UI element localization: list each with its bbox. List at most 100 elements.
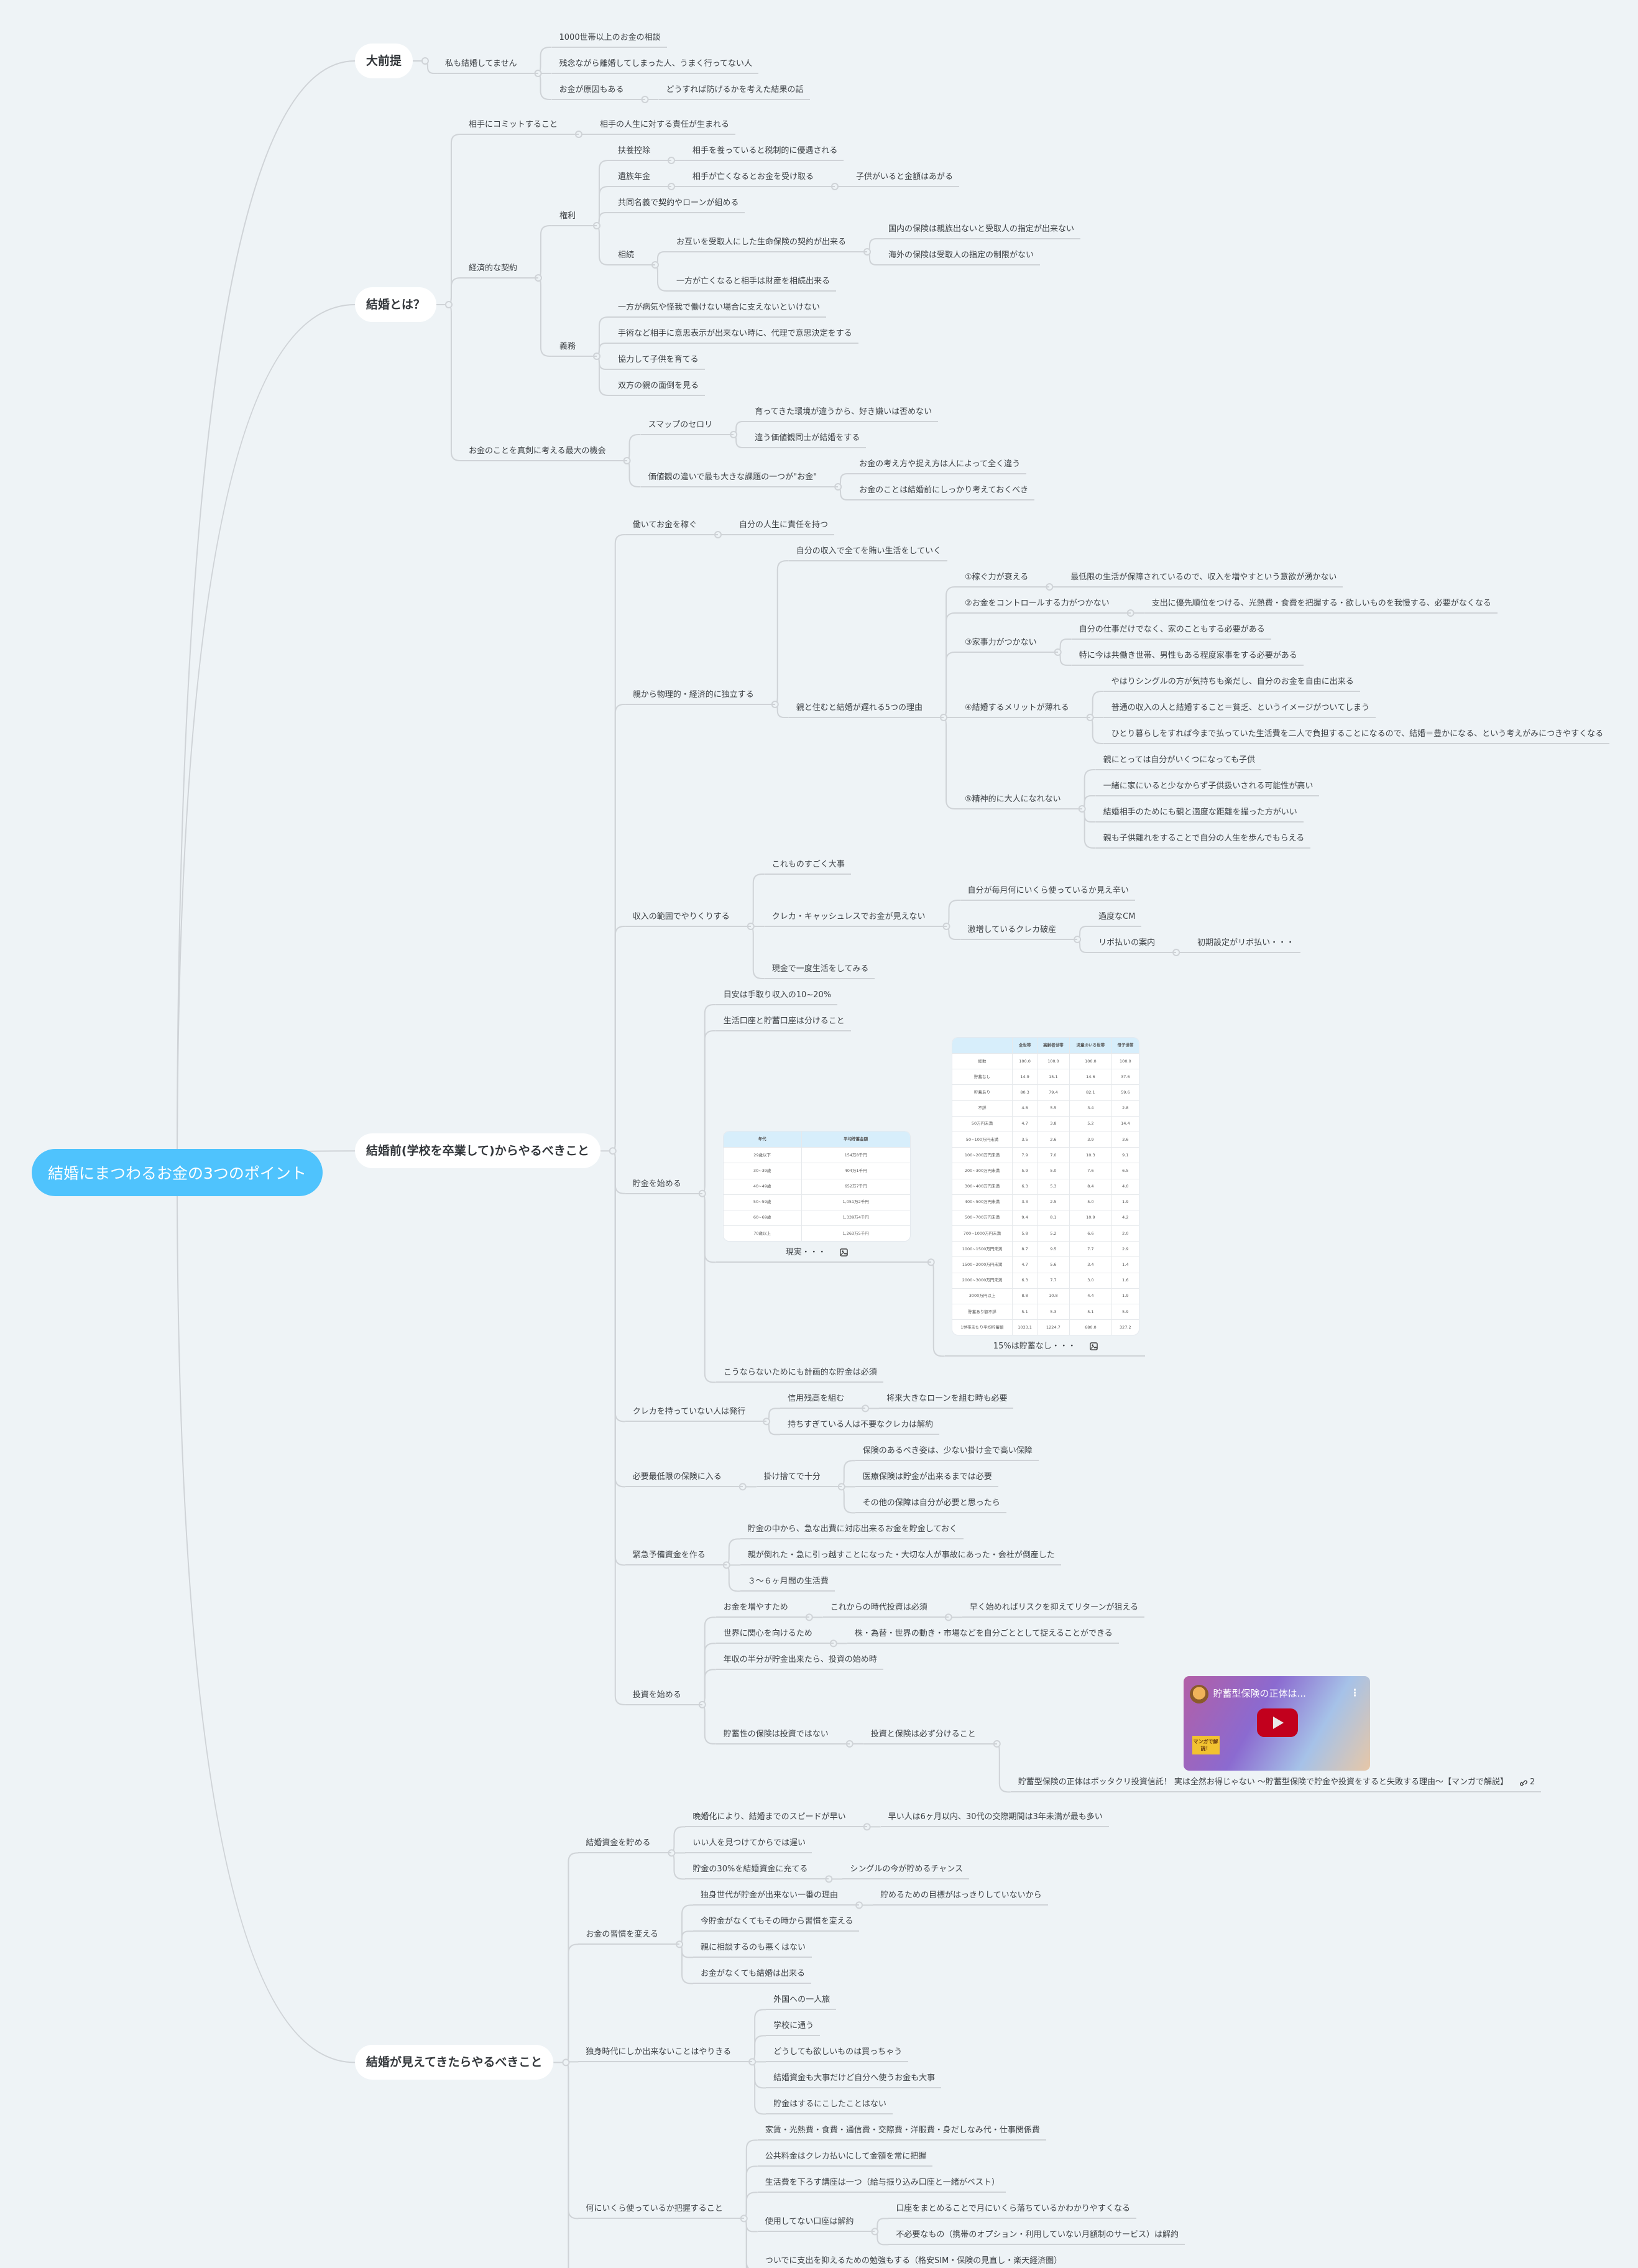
node-label[interactable]: 働いてお金を稼ぐ: [625, 509, 718, 535]
node-label[interactable]: クレカを持っていない人は発行: [625, 1396, 767, 1422]
node-label[interactable]: お金が原因もある: [551, 74, 645, 100]
node-label[interactable]: 相手にコミットすること: [461, 109, 579, 135]
node-label[interactable]: これからの時代投資は必須: [822, 1592, 949, 1618]
node-label[interactable]: 早く始めればリスクを抑えてリターンが狙える: [962, 1592, 1145, 1618]
node-label[interactable]: 株・為替・世界の動き・市場などを自分ごととして捉えることができる: [847, 1618, 1119, 1644]
node-label[interactable]: 外国への一人旅: [766, 1984, 837, 2011]
node-label[interactable]: 結婚資金も大事だけど自分へ使うお金も大事: [766, 2062, 942, 2089]
node-label[interactable]: 一方が亡くなると相手は財産を相続出来る: [668, 265, 836, 292]
node-label[interactable]: 協力して子供を育てる: [610, 344, 705, 370]
node-label[interactable]: 国内の保険は親族出ないと受取人の指定が出来ない: [881, 213, 1081, 239]
node-label[interactable]: お金を増やすため: [715, 1592, 809, 1618]
node-label[interactable]: 自分が毎月何にいくら使っているか見え辛い: [960, 875, 1135, 901]
node-label[interactable]: 年収の半分が貯金出来たら、投資の始め時: [715, 1644, 883, 1671]
node-label[interactable]: 早い人は6ヶ月以内、30代の交際期間は3年未満が最も多い: [880, 1801, 1109, 1828]
node-label[interactable]: 学校に通う: [766, 2010, 821, 2037]
node-label[interactable]: 自分の仕事だけでなく、家のこともする必要がある: [1071, 614, 1271, 640]
node-label[interactable]: 収入の範囲でやりくりする: [625, 901, 751, 927]
node-label[interactable]: 相続: [610, 239, 655, 265]
node-label[interactable]: 独身世代が貯金が出来ない一番の理由: [693, 1879, 860, 1906]
node-label[interactable]: 海外の保険は受取人の指定の制限がない: [881, 239, 1041, 265]
node-label[interactable]: スマップのセロリ: [640, 409, 734, 435]
node-label[interactable]: 一緒に家にいると少なからず子供扱いされる可能性が高い: [1095, 770, 1320, 796]
node-label[interactable]: 一方が病気や怪我で働けない場合に支えないといけない: [610, 292, 826, 318]
node-label[interactable]: クレカ・キャッシュレスでお金が見えない: [764, 901, 947, 927]
node-label[interactable]: 貯蓄性の保険は投資ではない: [715, 1718, 850, 1745]
node-label[interactable]: 投資を始める: [625, 1679, 702, 1705]
node-label[interactable]: リボ払いの案内: [1091, 927, 1177, 953]
node-label[interactable]: 特に今は共働き世帯、男性もある程度家事をする必要がある: [1071, 640, 1304, 666]
node-label[interactable]: 支出に優先順位をつける、光熱費・食費を把握する・欲しいものを我慢する、必要がなく…: [1144, 588, 1498, 614]
node-label[interactable]: 不必要なもの（携帯のオプション・利用していない月額制のサービス）は解約: [888, 2219, 1185, 2246]
node-label[interactable]: 相手が亡くなるとお金を受け取る: [684, 161, 835, 187]
node-label[interactable]: 手術など相手に意思表示が出来ない時に、代理で意思決定をする: [610, 318, 858, 344]
node-label[interactable]: 掛け捨てで十分: [756, 1461, 842, 1488]
node-label[interactable]: 違う価値観同士が結婚をする: [747, 422, 867, 448]
collapse-toggle[interactable]: [444, 301, 453, 308]
node-label[interactable]: やはりシングルの方が気持ちも楽だし、自分のお金を自由に出来る: [1103, 666, 1360, 692]
video-node[interactable]: 貯蓄型保険の正体は...⋮マンガで解説！貯蓄型保険の正体はポッタクリ投資信託！ …: [1010, 1670, 1542, 1793]
node-label[interactable]: 相手を養っていると税制的に優遇される: [684, 135, 844, 161]
node-label[interactable]: 価値観の違いで最も大きな課題の一つが"お金": [640, 461, 839, 487]
link-count[interactable]: 2: [1519, 1777, 1535, 1787]
node-label[interactable]: 権利: [551, 200, 597, 226]
node-label[interactable]: 相手の人生に対する責任が生まれる: [592, 109, 735, 135]
more-options-icon[interactable]: ⋮: [1350, 1687, 1360, 1699]
node-label[interactable]: これものすごく大事: [764, 849, 851, 875]
node-label[interactable]: どうすれば防げるかを考えた結果の話: [658, 74, 810, 100]
node-label[interactable]: 結婚資金を貯める: [578, 1827, 672, 1854]
node-label[interactable]: 公共料金はクレカ払いにして金額を常に把握: [757, 2141, 933, 2167]
node-label[interactable]: 貯金の30%を結婚資金に充てる: [685, 1853, 829, 1880]
collapse-toggle[interactable]: [609, 1147, 617, 1155]
main-topic[interactable]: 結婚前(学校を卒業して)からやるべきこと: [354, 1133, 600, 1169]
main-topic[interactable]: 結婚が見えてきたらやるべきこと: [354, 2045, 554, 2080]
node-label[interactable]: お互いを受取人にした生命保険の契約が出来る: [668, 226, 867, 252]
node-label[interactable]: 経済的な契約: [461, 252, 538, 279]
node-label[interactable]: 育ってきた環境が違うから、好き嫌いは否めない: [747, 396, 939, 422]
node-label[interactable]: 現金で一度生活をしてみる: [764, 953, 875, 979]
node-label[interactable]: 1000世帯以上のお金の相談: [551, 22, 667, 48]
node-label[interactable]: その他の保障は自分が必要と思ったら: [855, 1487, 1006, 1514]
node-label[interactable]: ⑤精神的に大人になれない: [957, 783, 1082, 809]
node-label[interactable]: 信用残高を組む: [780, 1383, 866, 1409]
node-label[interactable]: こうならないためにも計画的な貯金は必須: [715, 1357, 883, 1383]
node-label[interactable]: 保険のあるべき姿は、少ない掛け金で高い保障: [855, 1435, 1039, 1462]
node-label[interactable]: 自分の収入で全てを賄い生活をしていく: [788, 535, 948, 561]
node-label[interactable]: 私も結婚してません: [437, 48, 538, 74]
node-label[interactable]: 使用してない口座は解約: [757, 2206, 875, 2233]
node-label[interactable]: 貯金の中から、急な出費に対応出来るお金を貯金しておく: [740, 1513, 964, 1540]
node-label[interactable]: 親にとっては自分がいくつになっても子供: [1095, 744, 1262, 770]
node-label[interactable]: いい人を見つけてからでは遅い: [685, 1827, 812, 1854]
node-label[interactable]: 世界に関心を向けるため: [715, 1618, 834, 1644]
node-label[interactable]: 親と住むと結婚が遅れる5つの理由: [788, 692, 944, 718]
node-label[interactable]: 晩婚化により、結婚までのスピードが早い: [685, 1801, 867, 1828]
node-label[interactable]: どうしても欲しいものは買っちゃう: [766, 2036, 909, 2063]
collapse-toggle[interactable]: [562, 2058, 570, 2067]
node-label[interactable]: 最低限の生活が保障されているので、収入を増やすという意欲が湧かない: [1063, 561, 1343, 588]
node-label[interactable]: 医療保険は貯金が出来るまでは必要: [855, 1461, 998, 1488]
node-label[interactable]: 子供がいると金額はあがる: [849, 161, 960, 187]
node-label[interactable]: お金のことを真剣に考える最大の機会: [461, 435, 627, 461]
node-label[interactable]: お金の考え方や捉え方は人によって全く違う: [852, 448, 1027, 474]
play-button-icon[interactable]: [1256, 1708, 1298, 1738]
node-label[interactable]: 遺族年金: [610, 161, 671, 187]
node-label[interactable]: ①稼ぐ力が衰える: [957, 561, 1050, 588]
node-label[interactable]: ③家事力がつかない: [957, 627, 1058, 653]
node-label[interactable]: ついでに支出を抑えるための勉強もする（格安SIM・保険の見直し・楽天経済圏）: [758, 2245, 1069, 2268]
node-label[interactable]: 貯金はするにこしたことはない: [766, 2088, 893, 2115]
node-label[interactable]: 過度なCM: [1091, 901, 1142, 927]
node-label[interactable]: 家賃・光熱費・食費・通信費・交際費・洋服費・身だしなみ代・仕事関係費: [757, 2114, 1046, 2141]
node-label[interactable]: 親が倒れた・急に引っ越すことになった・大切な人が事故にあった・会社が倒産した: [740, 1539, 1061, 1566]
node-label[interactable]: 残念ながら離婚してしまった人、うまく行ってない人: [551, 48, 758, 74]
node-label[interactable]: お金がなくても結婚は出来る: [693, 1958, 811, 1984]
node-label[interactable]: 投資と保険は必ず分けること: [863, 1718, 997, 1745]
node-label[interactable]: 親に相談するのも悪くはない: [693, 1932, 812, 1958]
node-label[interactable]: 貯金を始める: [625, 1168, 702, 1194]
node-label[interactable]: 自分の人生に責任を持つ: [731, 509, 834, 535]
node-label[interactable]: 独身時代にしか出来ないことはやりきる: [578, 2036, 753, 2063]
node-label[interactable]: 扶養控除: [610, 135, 671, 161]
main-topic[interactable]: 結婚とは？: [354, 287, 436, 322]
node-label[interactable]: 目安は手取り収入の10~20%: [715, 979, 838, 1005]
